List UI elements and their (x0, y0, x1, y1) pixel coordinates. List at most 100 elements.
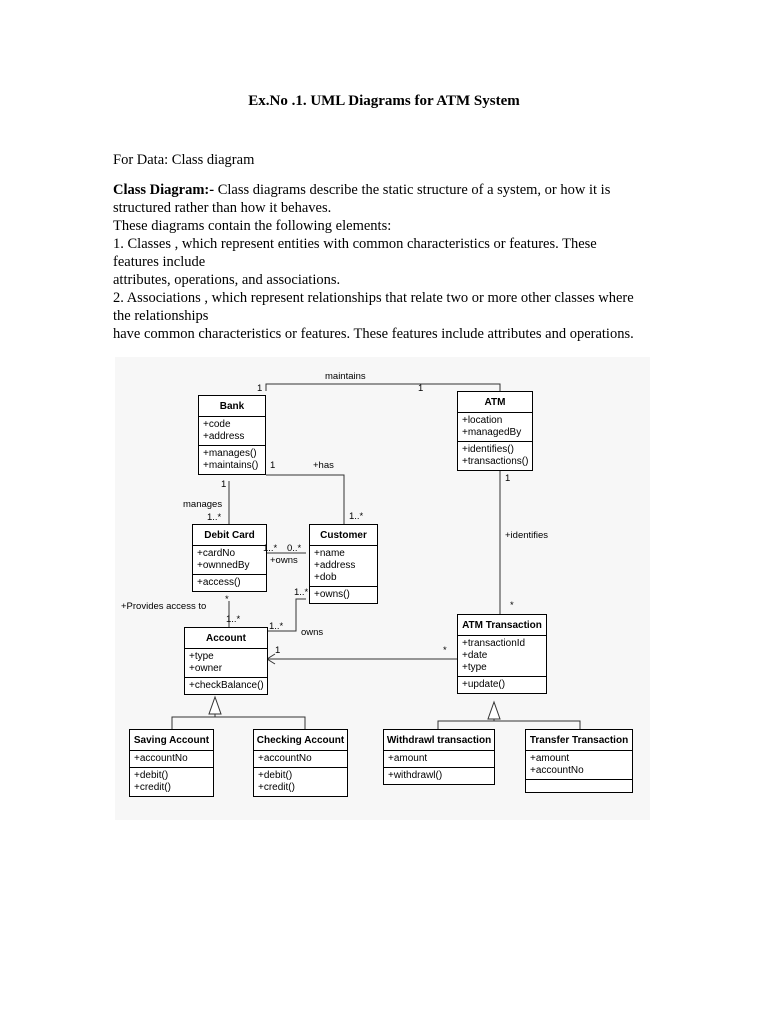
owns-account-line (267, 598, 306, 632)
class-atm-transaction-attributes: +transactionId +date +type (458, 636, 546, 677)
label-owns-account: owns (301, 627, 324, 638)
class-checking-account: Checking Account +accountNo +debit() +cr… (253, 729, 348, 797)
label-owns-card-multiplicity-1: 1..* (263, 543, 278, 554)
class-atm-attr-managedby: +managedBy (462, 427, 522, 438)
label-manages-bank-multiplicity: 1 (221, 479, 227, 490)
class-customer-attr-dob: +dob (314, 572, 337, 583)
class-transfer-transaction-attr-amount: +amount (530, 753, 570, 764)
for-data-line: For Data: Class diagram (113, 151, 673, 169)
class-bank-attributes: +code +address (199, 417, 265, 446)
class-atm-transaction-attr-date: +date (462, 650, 488, 661)
class-customer-operations: +owns() (310, 587, 377, 603)
class-account-attributes: +type +owner (185, 649, 267, 678)
class-withdrawl-transaction-op-withdrawl: +withdrawl() (388, 770, 443, 781)
transaction-generalization-line (437, 719, 495, 729)
label-maintains: maintains (325, 371, 366, 382)
class-checking-account-name: Checking Account (254, 730, 347, 751)
label-identifies-atm-multiplicity: 1 (505, 473, 511, 484)
class-saving-account-attributes: +accountNo (130, 751, 213, 768)
label-owns-customer-multiplicity: 1..* (294, 587, 309, 598)
class-account-name: Account (185, 628, 267, 649)
label-owns-card-multiplicity-2: 0..* (287, 543, 302, 554)
maintains-line (265, 383, 501, 391)
class-atm-op-identifies: +identifies() (462, 444, 514, 455)
class-atm-transaction: ATM Transaction +transactionId +date +ty… (457, 614, 547, 694)
class-account-op-checkbalance: +checkBalance() (189, 680, 264, 691)
label-has-customer-multiplicity: 1..* (349, 511, 364, 522)
class-account-attr-owner: +owner (189, 663, 223, 674)
class-diagram-lead: Class Diagram:- (113, 182, 215, 198)
label-provides-access: +Provides access to (121, 601, 207, 612)
class-account-attr-type: +type (189, 651, 214, 662)
class-withdrawl-transaction-operations: +withdrawl() (384, 768, 494, 784)
class-diagram-line-1: Class Diagram:- Class diagrams describe … (113, 181, 673, 199)
label-manages-card-multiplicity: 1..* (207, 512, 222, 523)
has-line (266, 474, 345, 524)
class-atm-attr-location: +location (462, 415, 503, 426)
label-has: +has (313, 460, 334, 471)
class-debit-card-op-access: +access() (197, 577, 241, 588)
class-atm-transaction-name: ATM Transaction (458, 615, 546, 636)
class-saving-account-attr-accountno: +accountNo (134, 753, 188, 764)
class-atm-transaction-operations: +update() (458, 677, 546, 693)
class-customer-attr-name: +name (314, 548, 345, 559)
label-maintains-bank-multiplicity: 1 (257, 383, 263, 394)
class-checking-account-op-debit: +debit() (258, 770, 293, 781)
class-atm-operations: +identifies() +transactions() (458, 442, 532, 470)
class-debit-card: Debit Card +cardNo +ownnedBy +access() (192, 524, 267, 592)
class-transfer-transaction-name: Transfer Transaction (526, 730, 632, 751)
class-saving-account: Saving Account +accountNo +debit() +cred… (129, 729, 214, 797)
class-transfer-transaction-operations (526, 780, 632, 792)
class-saving-account-operations: +debit() +credit() (130, 768, 213, 796)
class-diagram-desc-2: structured rather than how it behaves. (113, 200, 332, 216)
item1-line2: features include (113, 254, 206, 270)
account-generalization-line-2 (215, 716, 306, 729)
label-provides-account-multiplicity: 1..* (226, 614, 241, 625)
class-debit-card-attr-ownnedby: +ownnedBy (197, 560, 250, 571)
class-diagram-desc-1: Class diagrams describe the static struc… (214, 182, 611, 198)
transaction-generalization-arrowhead (487, 700, 501, 720)
item2-line1: 2. Associations , which represent relati… (113, 290, 634, 306)
class-saving-account-op-debit: +debit() (134, 770, 169, 781)
label-identifies-transaction-multiplicity: * (510, 600, 514, 611)
class-withdrawl-transaction-name: Withdrawl transaction (384, 730, 494, 751)
label-transaction-account-multiplicity: 1 (275, 645, 281, 656)
uml-class-diagram: Bank +code +address +manages() +maintain… (115, 357, 650, 820)
class-checking-account-attributes: +accountNo (254, 751, 347, 768)
class-bank: Bank +code +address +manages() +maintain… (198, 395, 266, 475)
class-withdrawl-transaction-attributes: +amount (384, 751, 494, 768)
class-customer-op-owns: +owns() (314, 589, 350, 600)
label-owns-account-multiplicity: 1..* (269, 621, 284, 632)
class-saving-account-name: Saving Account (130, 730, 213, 751)
label-maintains-atm-multiplicity: 1 (418, 383, 424, 394)
class-atm-transaction-op-update: +update() (462, 679, 506, 690)
label-manages: manages (183, 499, 223, 510)
label-identifies: +identifies (505, 530, 549, 541)
class-bank-op-maintains: +maintains() (203, 460, 259, 471)
class-debit-card-operations: +access() (193, 575, 266, 591)
class-customer: Customer +name +address +dob +owns() (309, 524, 378, 604)
item1-line3: attributes, operations, and associations… (113, 272, 341, 288)
class-atm-attributes: +location +managedBy (458, 413, 532, 442)
class-transfer-transaction-attributes: +amount +accountNo (526, 751, 632, 780)
class-atm-transaction-attr-transactionid: +transactionId (462, 638, 526, 649)
class-checking-account-op-credit: +credit() (258, 782, 295, 793)
class-bank-operations: +manages() +maintains() (199, 446, 265, 474)
account-generalization-arrowhead (208, 695, 222, 715)
for-data-text: For Data: Class diagram (113, 152, 255, 168)
item2-line2: the relationships (113, 308, 209, 324)
class-account: Account +type +owner +checkBalance() (184, 627, 268, 695)
class-debit-card-attr-cardno: +cardNo (197, 548, 236, 559)
class-bank-attr-code: +code (203, 419, 231, 430)
document-title: Ex.No .1. UML Diagrams for ATM System (248, 93, 520, 109)
class-transfer-transaction: Transfer Transaction +amount +accountNo (525, 729, 633, 793)
class-transfer-transaction-attr-accountno: +accountNo (530, 765, 584, 776)
class-bank-name: Bank (199, 396, 265, 417)
class-saving-account-op-credit: +credit() (134, 782, 171, 793)
transaction-generalization-line-2 (494, 720, 581, 729)
account-generalization-line (171, 714, 216, 729)
class-diagram-paragraph: Class Diagram:- Class diagrams describe … (113, 181, 673, 343)
class-atm-name: ATM (458, 392, 532, 413)
item2-line3: have common characteristics or features.… (113, 326, 634, 342)
class-withdrawl-transaction: Withdrawl transaction +amount +withdrawl… (383, 729, 495, 785)
